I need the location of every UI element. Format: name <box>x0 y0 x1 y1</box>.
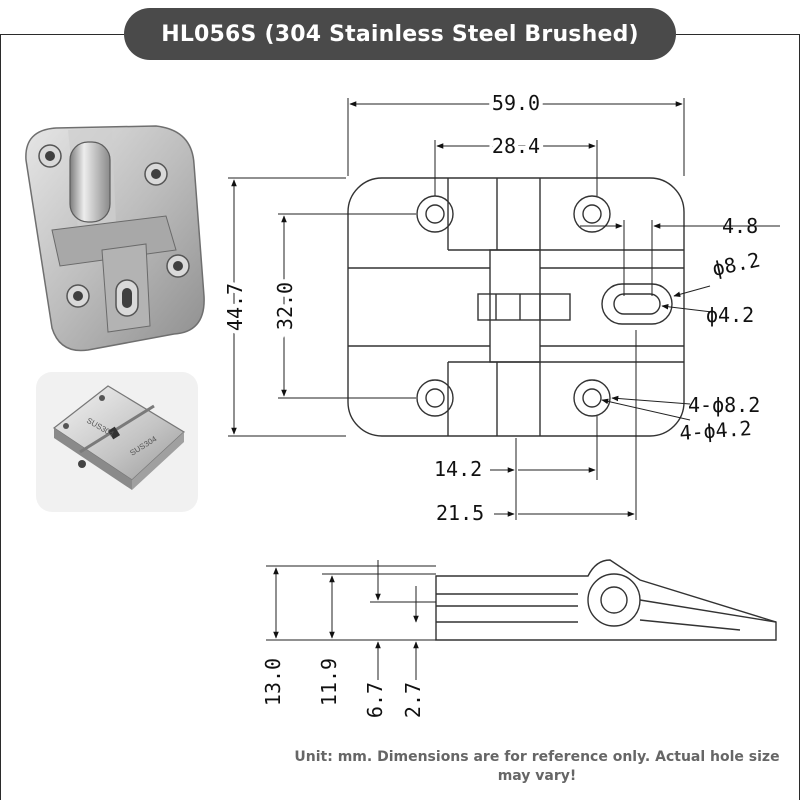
side-knuckle-outer <box>587 573 641 627</box>
dim-hole-spacing: 28.4 <box>492 134 540 158</box>
dim-center-to-slot: 21.5 <box>436 501 484 525</box>
hinge-photo-open <box>16 120 214 360</box>
hole-bottom-left-inner <box>425 388 445 408</box>
dim-side-offset-b: 2.7 <box>401 682 425 718</box>
hole-bottom-right-outer <box>573 379 611 417</box>
side-line-4 <box>639 599 777 623</box>
front-view <box>347 177 685 437</box>
hinge-photo-flat: SUS304 SUS304 <box>36 372 198 512</box>
frame-top-right-line <box>676 34 800 35</box>
front-dimension-lines <box>228 98 780 520</box>
slot-outer <box>601 283 673 325</box>
dim-slot-offset: 4.8 <box>722 214 758 238</box>
hinge-photo-flat-illustration: SUS304 SUS304 <box>52 385 185 490</box>
units-note: Unit: mm. Dimensions are for reference o… <box>294 749 780 784</box>
dim-side-offset-a: 6.7 <box>363 682 387 718</box>
hole-top-left-inner <box>425 204 445 224</box>
knuckle-body <box>489 249 541 363</box>
hole-top-right-inner <box>582 204 602 224</box>
hinge-outline <box>347 177 685 437</box>
dim-slot-inner: ϕ4.2 <box>706 303 754 327</box>
side-knuckle-pin <box>600 586 628 614</box>
hole-bottom-left-outer <box>416 379 454 417</box>
dim-side-thickness-total: 13.0 <box>261 658 285 706</box>
slot-inner <box>613 293 661 315</box>
dim-center-to-hole: 14.2 <box>434 457 482 481</box>
side-line-5 <box>639 619 741 631</box>
dim-hole-vertical-spacing: 32.0 <box>273 282 297 330</box>
side-view <box>435 559 777 641</box>
dim-holes-inner: 4-ϕ4.2 <box>679 416 753 445</box>
product-title-text: HL056S (304 Stainless Steel Brushed) <box>161 21 639 47</box>
dim-overall-width: 59.0 <box>492 91 540 115</box>
hinge-photo-open-illustration <box>25 125 205 352</box>
product-title: HL056S (304 Stainless Steel Brushed) <box>124 8 676 60</box>
hole-bottom-right-inner <box>582 388 602 408</box>
dim-slot-outer: ϕ8.2 <box>710 247 762 280</box>
dim-overall-height: 44.7 <box>223 283 247 331</box>
frame-left-line <box>0 34 1 800</box>
knuckle-pin <box>477 293 571 321</box>
dim-side-thickness-leaf: 11.9 <box>317 658 341 706</box>
hole-top-right-outer <box>573 195 611 233</box>
side-profile-outline <box>435 559 777 641</box>
dim-holes-outer: 4-ϕ8.2 <box>688 393 760 417</box>
side-dimension-lines <box>266 560 436 680</box>
frame-top-left-line <box>0 34 124 35</box>
